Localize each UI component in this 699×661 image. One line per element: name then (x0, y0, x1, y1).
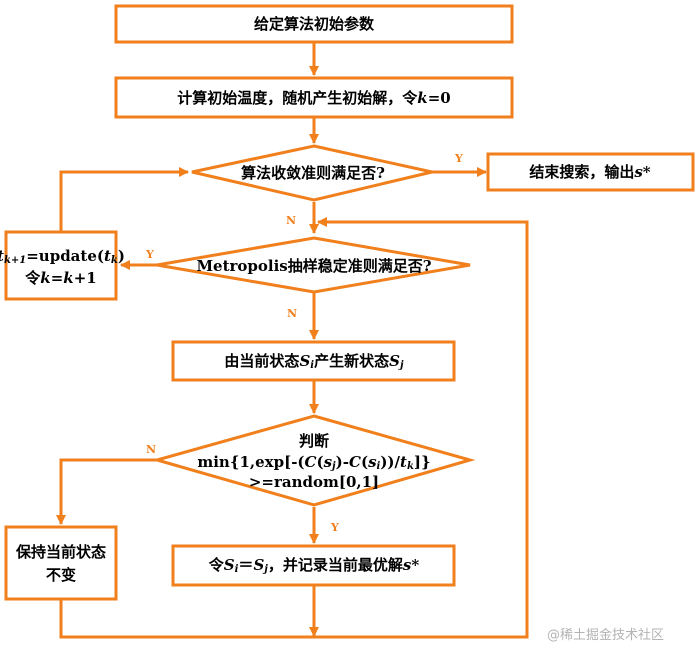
node-judge-formula: min{1,exp[-(C(sj)-C(si))/tk]} (197, 453, 430, 472)
node-keep (4, 525, 118, 601)
node-new-state-text: 由当前状态Si产生新状态Sj (224, 352, 404, 371)
node-init-temp-text: 计算初始温度，随机产生初始解，令k=0 (177, 89, 450, 107)
node-init-temp (114, 76, 514, 119)
node-converge-text: 算法收敛准则满足否? (241, 164, 385, 182)
edge-feedback-loop (59, 217, 529, 639)
node-metropolis-text: Metropolis抽样稳定准则满足否? (196, 257, 431, 275)
node-judge-title: 判断 (299, 432, 329, 450)
node-keep-line1: 保持当前状态 (15, 543, 106, 561)
node-init-params-text: 给定算法初始参数 (254, 15, 375, 33)
node-converge (191, 144, 433, 202)
node-judge-random: >=random[0,1] (249, 473, 379, 491)
node-set-best-text: 令Si＝Sj，并记录当前最优解s* (209, 556, 420, 575)
label-metropolis-no: N (287, 307, 297, 320)
label-metropolis-yes: Y (145, 248, 154, 261)
node-update (4, 230, 118, 301)
connectors (56, 42, 529, 639)
node-judge (151, 414, 476, 507)
node-update-line1: tk+1=update(tk) (0, 247, 125, 266)
node-metropolis (156, 236, 471, 294)
node-update-line2: 令k=k+1 (25, 269, 96, 287)
edge-judge-no (56, 458, 157, 525)
watermark: @稀土掘金技术社区 (547, 627, 664, 643)
node-end (486, 152, 695, 192)
node-keep-line2: 不变 (46, 566, 76, 584)
edge-update-loop (59, 167, 189, 232)
label-judge-yes: Y (330, 521, 339, 534)
node-end-text: 结束搜索，输出s* (529, 163, 650, 181)
label-converge-yes: Y (454, 152, 463, 165)
label-judge-no: N (146, 443, 156, 456)
node-set-best (171, 544, 456, 587)
node-init-params (114, 4, 514, 44)
node-new-state (171, 340, 456, 382)
label-converge-no: N (286, 214, 296, 227)
